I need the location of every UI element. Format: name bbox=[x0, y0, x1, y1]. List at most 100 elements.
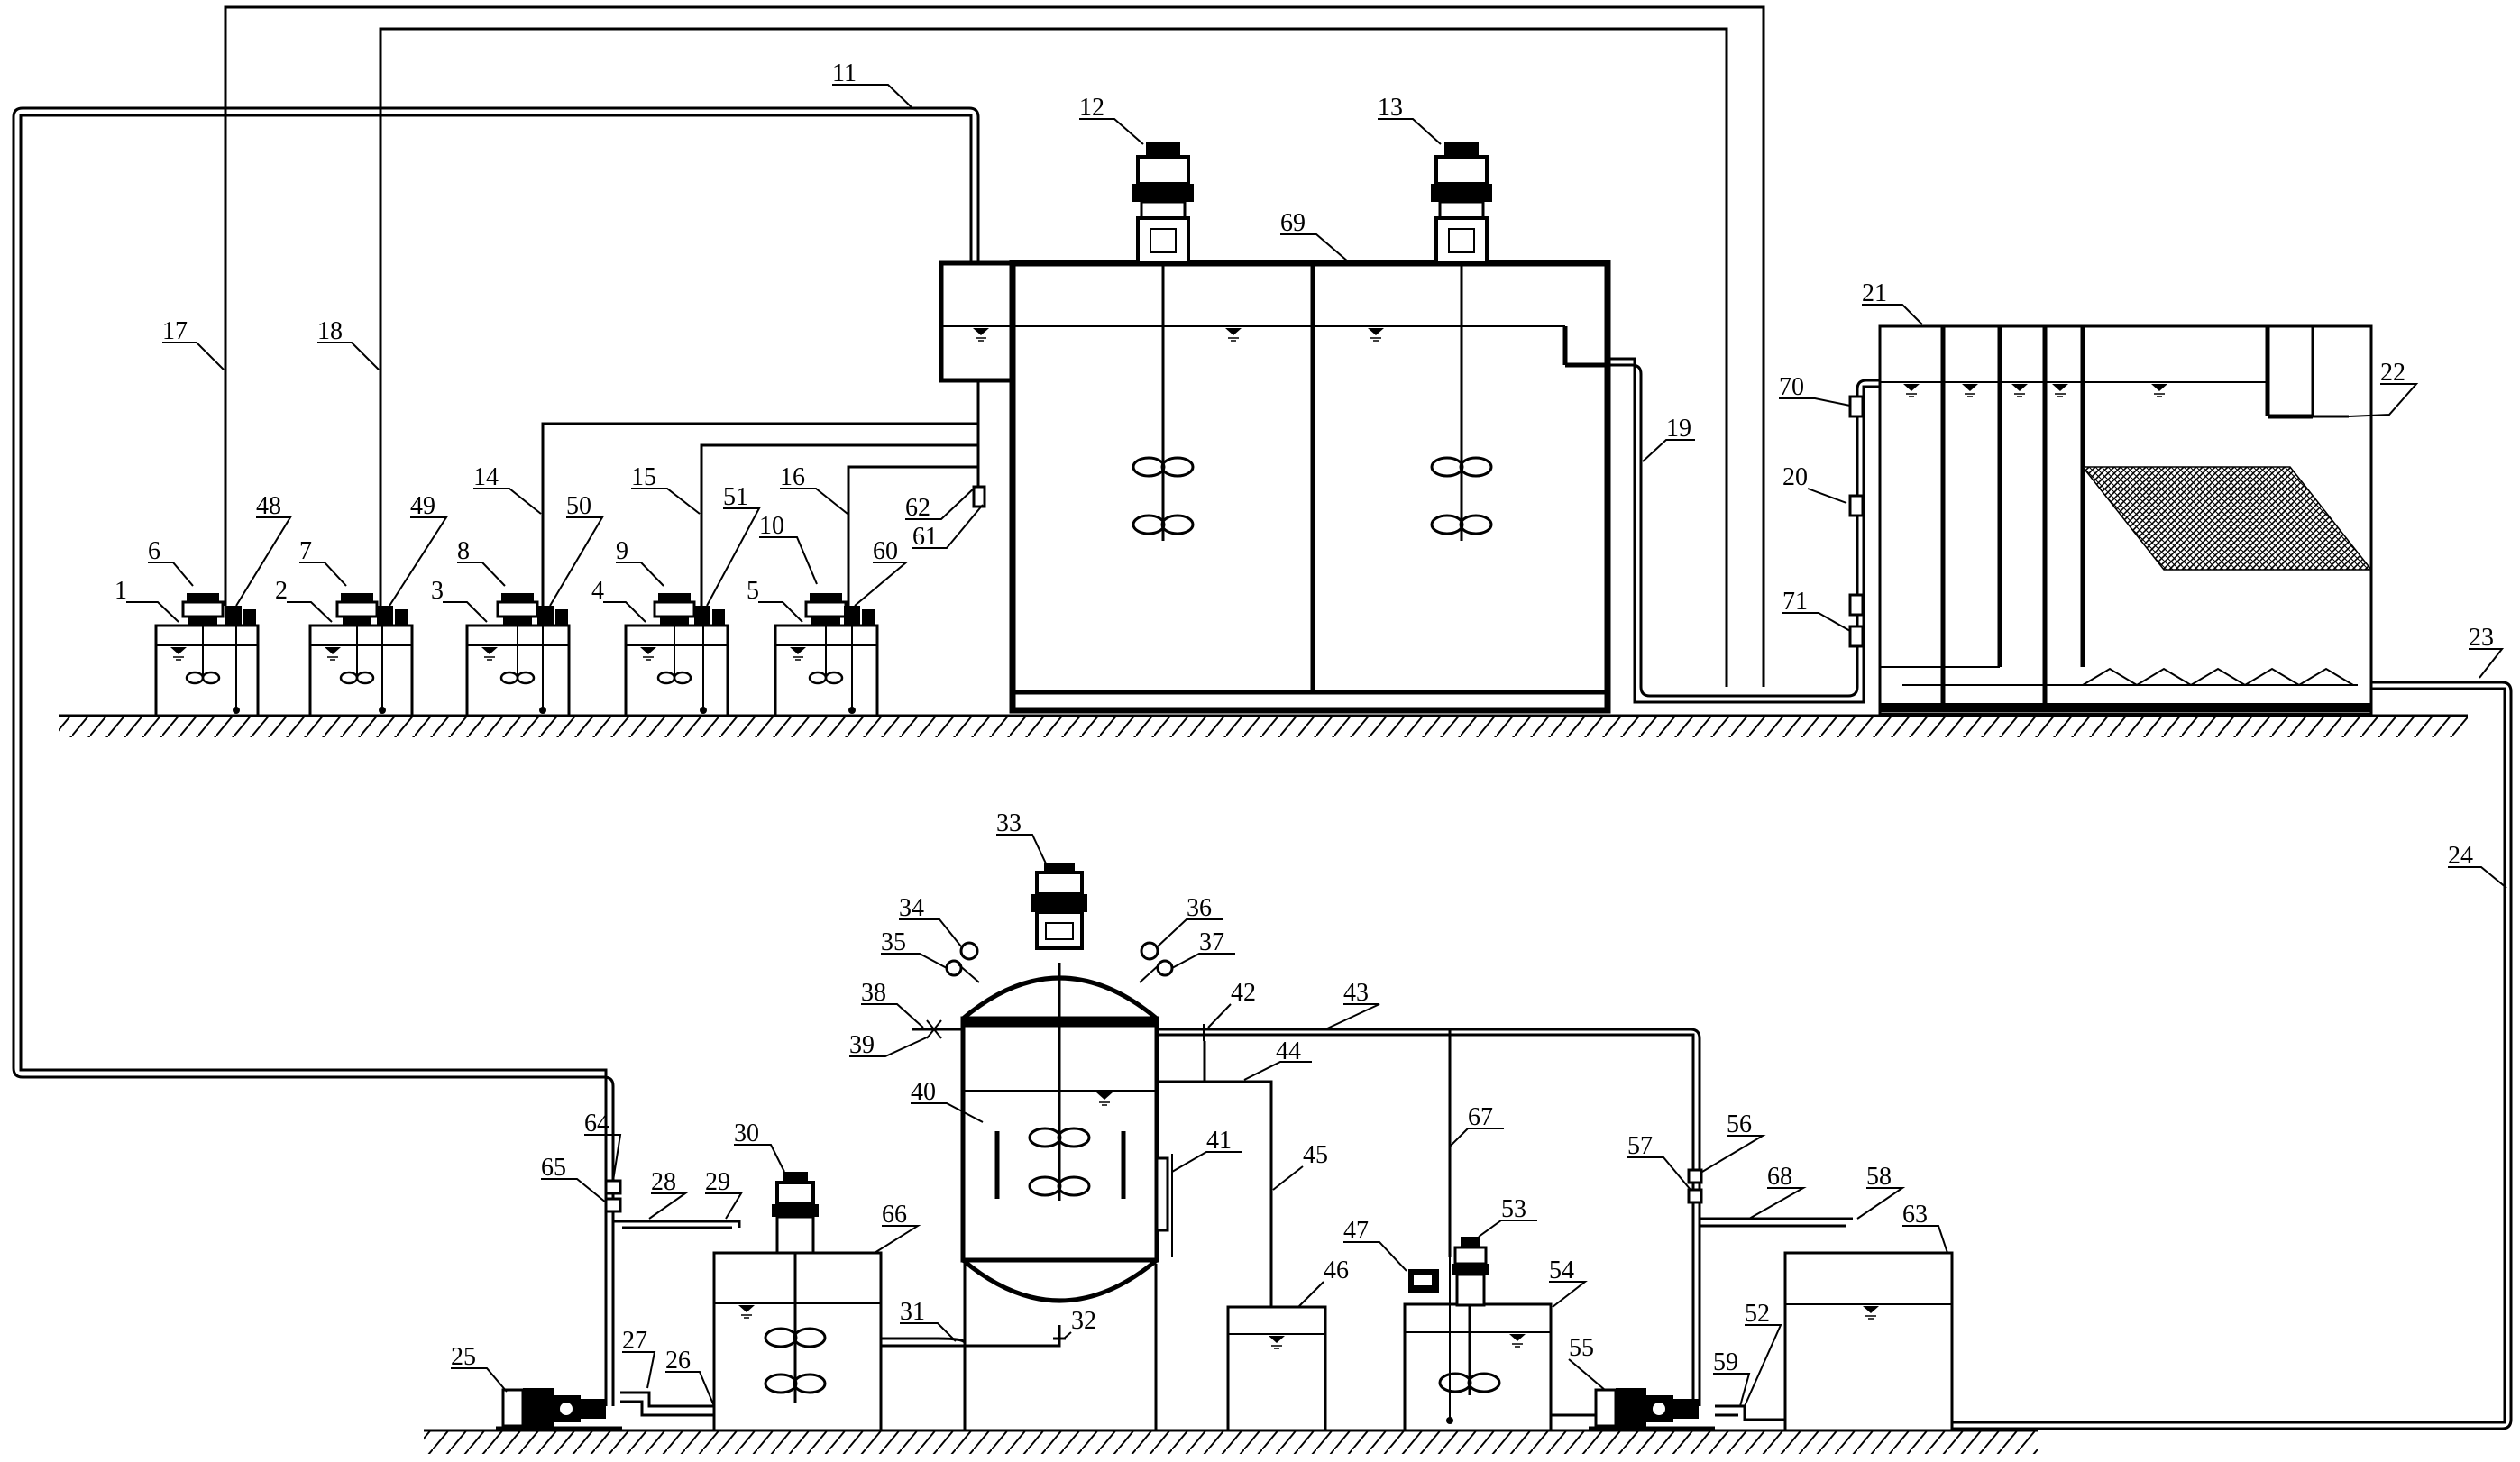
label-22: 22 bbox=[2380, 359, 2405, 387]
label-66: 66 bbox=[882, 1201, 907, 1229]
label-50: 50 bbox=[566, 492, 591, 520]
label-9: 9 bbox=[616, 537, 628, 565]
agitator-motor-10 bbox=[804, 591, 848, 627]
upper-ground bbox=[59, 714, 2468, 737]
label-17: 17 bbox=[162, 317, 188, 345]
metering-pump-50 bbox=[537, 606, 568, 626]
label-33: 33 bbox=[996, 809, 1022, 837]
label-65: 65 bbox=[541, 1154, 566, 1182]
label-3: 3 bbox=[431, 577, 444, 605]
sedimentation-tank bbox=[1878, 324, 2373, 716]
leader-lines bbox=[126, 84, 2507, 1407]
label-32: 32 bbox=[1071, 1307, 1096, 1335]
metering-pump-51 bbox=[694, 606, 725, 626]
metering-pump-47 bbox=[1408, 1269, 1439, 1293]
pressure-gauge-34-35 bbox=[945, 941, 980, 983]
label-56: 56 bbox=[1727, 1110, 1752, 1138]
label-19: 19 bbox=[1666, 415, 1691, 443]
label-35: 35 bbox=[881, 928, 906, 956]
agitator-motor-30 bbox=[772, 1172, 819, 1255]
label-1: 1 bbox=[115, 577, 127, 605]
label-60: 60 bbox=[873, 537, 898, 565]
label-7: 7 bbox=[299, 537, 312, 565]
label-13: 13 bbox=[1378, 94, 1403, 122]
pressure-gauge-36-37 bbox=[1139, 941, 1174, 983]
label-21: 21 bbox=[1862, 279, 1887, 307]
label-11: 11 bbox=[832, 59, 857, 87]
label-25: 25 bbox=[451, 1343, 476, 1371]
agitator-motor-8 bbox=[496, 591, 539, 627]
pump-55 bbox=[1589, 1388, 1715, 1430]
storage-tank-63 bbox=[1783, 1251, 1954, 1432]
label-61: 61 bbox=[912, 523, 938, 551]
label-34: 34 bbox=[899, 894, 924, 922]
label-14: 14 bbox=[473, 463, 499, 491]
label-18: 18 bbox=[317, 317, 343, 345]
label-40: 40 bbox=[911, 1078, 936, 1106]
label-53: 53 bbox=[1501, 1195, 1526, 1223]
label-30: 30 bbox=[734, 1119, 759, 1147]
label-43: 43 bbox=[1343, 979, 1369, 1007]
label-70: 70 bbox=[1779, 373, 1804, 401]
mixing-tank-66 bbox=[712, 1251, 883, 1432]
label-6: 6 bbox=[148, 537, 160, 565]
label-59: 59 bbox=[1713, 1348, 1738, 1376]
label-10: 10 bbox=[759, 512, 784, 540]
pipelines bbox=[12, 5, 2513, 1430]
pressure-reactor bbox=[960, 963, 1173, 1430]
agitator-motor-13 bbox=[1431, 142, 1492, 265]
label-31: 31 bbox=[900, 1298, 925, 1326]
agitator-motor-9 bbox=[653, 591, 696, 627]
label-67: 67 bbox=[1468, 1103, 1493, 1131]
label-49: 49 bbox=[410, 492, 435, 520]
label-27: 27 bbox=[622, 1327, 647, 1355]
label-37: 37 bbox=[1199, 928, 1224, 956]
lower-ground bbox=[424, 1429, 2038, 1454]
label-5: 5 bbox=[747, 577, 759, 605]
label-57: 57 bbox=[1627, 1132, 1653, 1160]
metering-pump-60 bbox=[844, 606, 875, 626]
label-26: 26 bbox=[665, 1347, 691, 1375]
label-69: 69 bbox=[1280, 209, 1306, 237]
metering-pump-48 bbox=[225, 606, 256, 626]
label-62: 62 bbox=[905, 494, 930, 522]
label-4: 4 bbox=[591, 577, 604, 605]
label-38: 38 bbox=[861, 979, 886, 1007]
label-68: 68 bbox=[1767, 1163, 1792, 1191]
label-12: 12 bbox=[1079, 94, 1104, 122]
label-8: 8 bbox=[457, 537, 470, 565]
label-42: 42 bbox=[1231, 979, 1256, 1007]
labels: 1 2 3 4 5 6 7 8 9 10 11 12 13 14 15 16 1… bbox=[115, 59, 2494, 1376]
label-24: 24 bbox=[2448, 842, 2473, 870]
label-54: 54 bbox=[1549, 1256, 1574, 1284]
agitator-motor-7 bbox=[335, 591, 379, 627]
label-48: 48 bbox=[256, 492, 281, 520]
label-63: 63 bbox=[1902, 1201, 1928, 1229]
reaction-tank bbox=[939, 260, 1611, 714]
label-45: 45 bbox=[1303, 1141, 1328, 1169]
label-29: 29 bbox=[705, 1168, 730, 1196]
label-52: 52 bbox=[1745, 1300, 1770, 1328]
label-36: 36 bbox=[1187, 894, 1212, 922]
metering-pump-49 bbox=[377, 606, 408, 626]
valve-38-39 bbox=[912, 1019, 963, 1039]
agitator-motor-33 bbox=[1031, 863, 1087, 950]
label-58: 58 bbox=[1866, 1163, 1892, 1191]
label-46: 46 bbox=[1324, 1256, 1349, 1284]
label-16: 16 bbox=[780, 463, 805, 491]
dosing-tank-4 bbox=[624, 595, 729, 717]
label-71: 71 bbox=[1782, 588, 1808, 616]
label-41: 41 bbox=[1206, 1127, 1232, 1155]
label-15: 15 bbox=[631, 463, 656, 491]
label-2: 2 bbox=[275, 577, 288, 605]
agitator-motor-6 bbox=[181, 591, 225, 627]
label-47: 47 bbox=[1343, 1217, 1369, 1245]
label-39: 39 bbox=[849, 1031, 875, 1059]
agitator-motor-53 bbox=[1452, 1237, 1489, 1307]
label-23: 23 bbox=[2469, 624, 2494, 652]
label-51: 51 bbox=[723, 483, 748, 511]
agitator-motor-12 bbox=[1132, 142, 1194, 265]
receiving-tank-46 bbox=[1226, 1305, 1327, 1432]
label-28: 28 bbox=[651, 1168, 676, 1196]
